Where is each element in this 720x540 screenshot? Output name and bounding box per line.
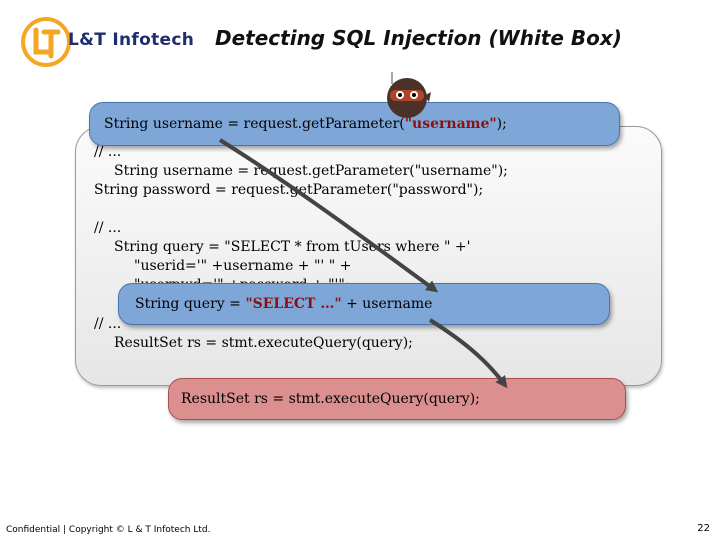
ninja-icon [387,72,431,118]
propagation-callout: String query = "SELECT …" + username [118,283,610,325]
company-logo: L&T Infotech [20,16,194,68]
code-line-5: // ... [94,220,122,236]
code-line-10: ResultSet rs = stmt.executeQuery(query); [114,335,413,351]
code-line-3: String password = request.getParameter("… [94,182,484,198]
lt-logo-icon [21,17,71,67]
code-line-7: "userid='" +username + "' " + [134,258,352,274]
page-number: 22 [697,523,710,534]
code-line-6: String query = "SELECT * from tUsers whe… [114,239,471,255]
slide-title: Detecting SQL Injection (White Box) [215,26,622,50]
footer-copyright: Confidential | Copyright © L & T Infotec… [6,525,211,535]
code-line-9: // ... [94,316,122,332]
company-name: L&T Infotech [68,30,195,50]
sink-callout: ResultSet rs = stmt.executeQuery(query); [168,378,626,420]
code-line-1: // ... [94,144,122,160]
code-line-2: String username = request.getParameter("… [114,163,508,179]
